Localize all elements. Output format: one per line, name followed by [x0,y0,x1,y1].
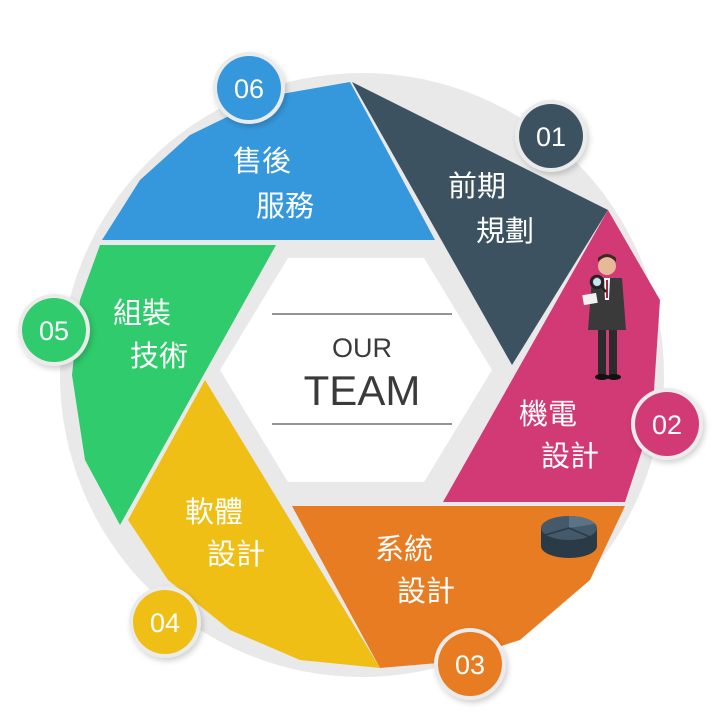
badge-04: 04 [129,586,201,658]
segment-06-label-line2: 服務 [256,189,314,223]
segment-01 [352,82,608,365]
segment-01-label-line1: 前期 [448,169,506,203]
database-pie-icon [541,516,597,558]
businessman-magnifier-icon [582,254,626,380]
segment-04-label-line1: 軟體 [185,495,243,529]
center-title-line1: OUR [332,333,392,363]
segment-05 [72,245,276,525]
badge-02-number: 02 [652,410,682,440]
segment-05-label-line1: 組裝 [113,296,171,330]
badge-04-number: 04 [150,608,180,638]
segment-04 [128,380,380,668]
badge-06: 06 [213,52,285,124]
segment-05-label-line2: 技術 [130,339,188,373]
segment-03-label-line2: 設計 [397,574,455,608]
center-title-line2: TEAM [304,367,421,414]
badge-01: 01 [515,100,587,172]
segment-labels: 前期 規劃 機電 設計 系統 設計 軟體 設計 組裝 技術 售後 服務 [113,144,599,608]
segment-04-label-line2: 設計 [207,537,265,571]
badge-01-number: 01 [536,122,566,152]
badge-05-number: 05 [39,316,69,346]
segment-02-label-line2: 設計 [541,439,599,473]
segment-03-label-line1: 系統 [375,532,433,566]
badge-03: 03 [434,628,506,700]
badge-02: 02 [631,388,703,460]
segment-01-label-line2: 規劃 [476,214,534,248]
badge-06-number: 06 [234,74,264,104]
segment-06-label-line1: 售後 [233,144,291,178]
segment-06 [102,82,435,240]
badge-03-number: 03 [455,650,485,680]
badge-05: 05 [18,294,90,366]
segment-02-label-line1: 機電 [519,397,577,431]
number-badges: 01 02 03 04 05 06 [18,52,703,700]
